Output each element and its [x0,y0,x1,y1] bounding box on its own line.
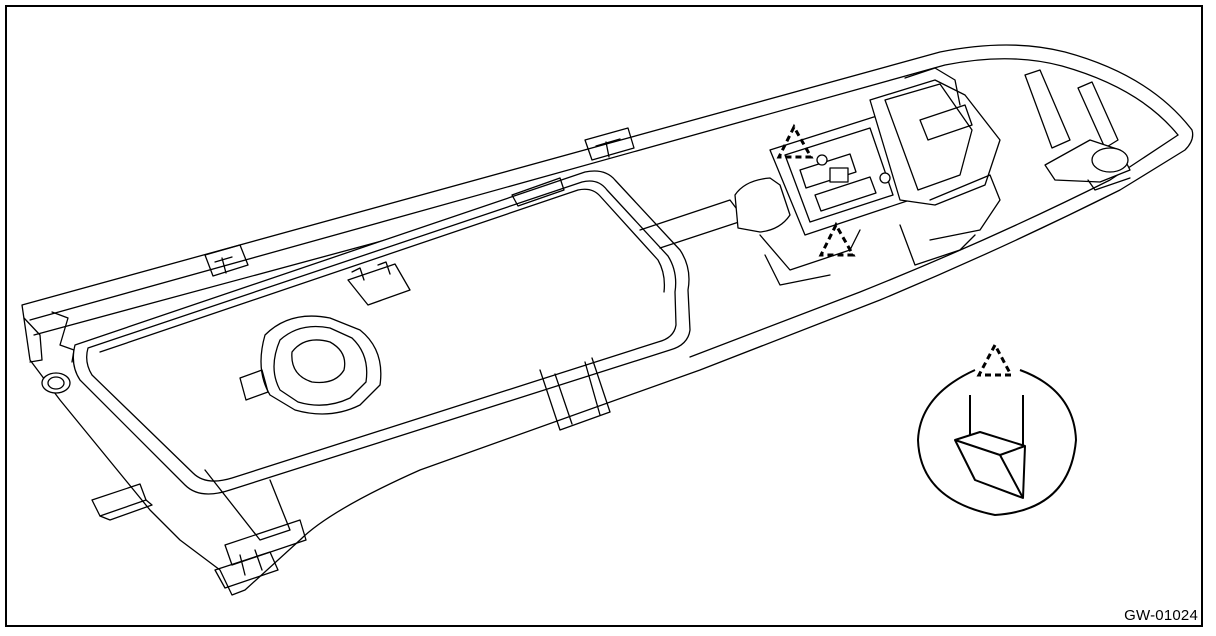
dashed-triangle-icon [976,341,1014,377]
clip-wedge-icon [954,395,1026,499]
storage-pocket [72,170,691,495]
dashed-triangle-icon [818,221,856,257]
lower-ribs [91,469,307,589]
right-end-bracket [1024,69,1131,191]
screw-boss [239,261,411,415]
power-window-switch [639,67,1001,286]
detail-view [917,341,1077,516]
rim-clip-tabs [204,127,635,277]
dashed-triangle-icon [776,123,814,159]
figure-id-label: GW-01024 [1124,607,1198,624]
